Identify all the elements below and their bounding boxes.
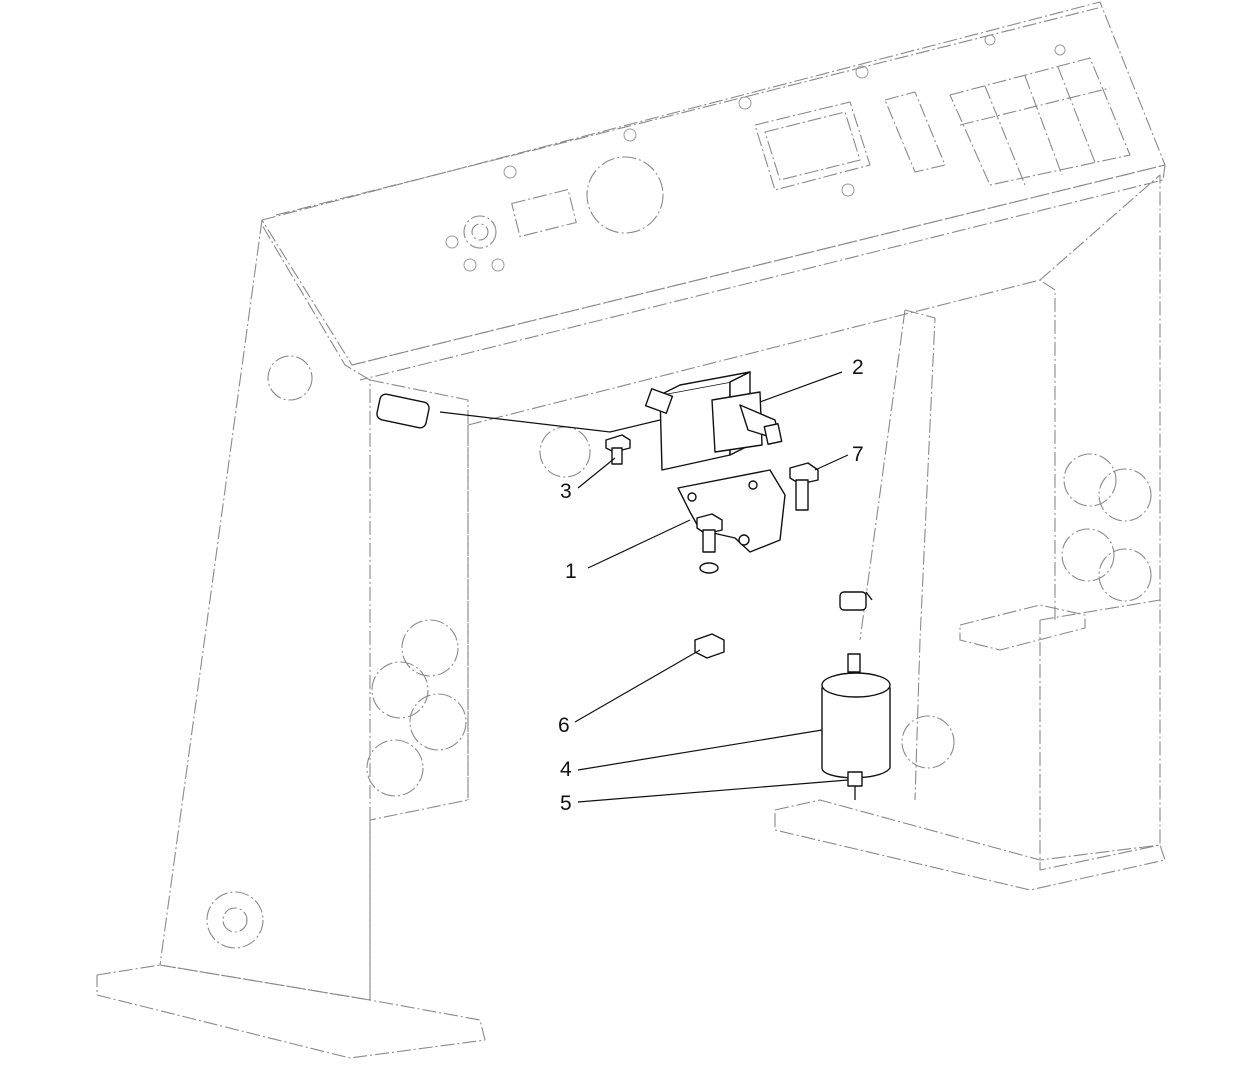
right-upright [904,309,936,801]
leader-line-7 [814,454,849,471]
leader-line-5 [577,779,849,803]
hose-fitting [847,771,863,800]
leader-line-3 [577,457,616,489]
callout-6: 6 [558,714,570,737]
flange-nut [694,633,725,659]
callouts: 1 2 3 4 5 6 7 [558,356,864,815]
leader-line-2 [759,371,843,403]
left-base-plate [96,964,486,1059]
hose-clamp [839,591,873,611]
bolt-part-7 [789,462,819,511]
fuel-filter [821,653,891,779]
bracket-bolt [696,513,723,574]
left-tower [159,219,371,1001]
leader-line-6 [574,649,701,723]
mounting-bracket [677,469,786,553]
phantom-frame [96,1,1166,1059]
exploded-parts [376,371,891,800]
callout-2: 2 [852,356,864,379]
crossbar-opening [467,279,1056,620]
callout-1: 1 [565,560,577,583]
leader-lines [574,371,849,803]
console-panel [261,1,1166,366]
right-base-plate [774,799,1166,891]
bolt-part-3 [605,434,631,465]
callout-7: 7 [852,443,864,466]
leader-line-1 [587,519,691,569]
callout-3: 3 [560,480,572,503]
callout-5: 5 [560,792,572,815]
fuel-pump-solenoid [376,371,783,471]
callout-4: 4 [560,758,572,781]
right-tower [1039,174,1161,871]
leader-line-4 [577,729,823,771]
